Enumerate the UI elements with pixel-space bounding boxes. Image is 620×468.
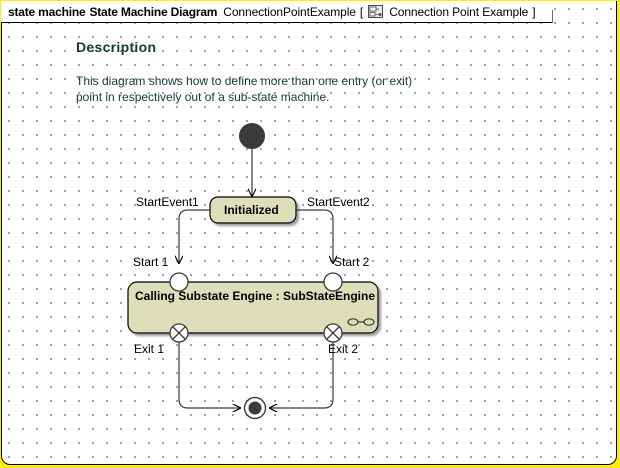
exit-point-exit-1-shape [169,323,189,343]
state-substate-engine-label: Calling Substate Engine : SubStateEngine [135,289,376,303]
transition-start-event-1-label: StartEvent1 [136,195,199,209]
bracket-close: ] [532,4,536,19]
diagram-type-label: State Machine Diagram [89,4,218,19]
diagram-keyword: state machine [8,4,86,19]
final-state-node [243,396,267,420]
transition-start-event-2-label: StartEvent2 [307,195,370,209]
diagram-alias-label: Connection Point Example [389,4,529,19]
transition-start-event-1 [179,209,210,263]
bracket-open: [ [359,4,364,19]
transition-start-event-2 [296,209,333,263]
description-heading: Description [76,39,157,55]
state-initialized-label: Initialized [224,203,279,217]
description-body: This diagram shows how to define more th… [76,74,413,104]
state-machine-icon [368,5,383,18]
diagram-name-label: ConnectionPointExample [223,4,356,19]
transition-exit-2-to-final [270,342,334,408]
exit-point-exit-2-label: Exit 2 [328,342,359,356]
transition-exit-1-to-final [178,342,240,408]
entry-point-start-2-label: Start 2 [334,255,370,269]
submachine-icon [347,318,375,326]
initial-state-node [239,123,265,149]
entry-point-start-1-label: Start 1 [133,255,169,269]
exit-point-exit-2-shape [323,323,343,343]
diagram-title-bar[interactable]: state machine State Machine Diagram Conn… [1,1,553,23]
exit-point-exit-1-label: Exit 1 [134,342,165,356]
